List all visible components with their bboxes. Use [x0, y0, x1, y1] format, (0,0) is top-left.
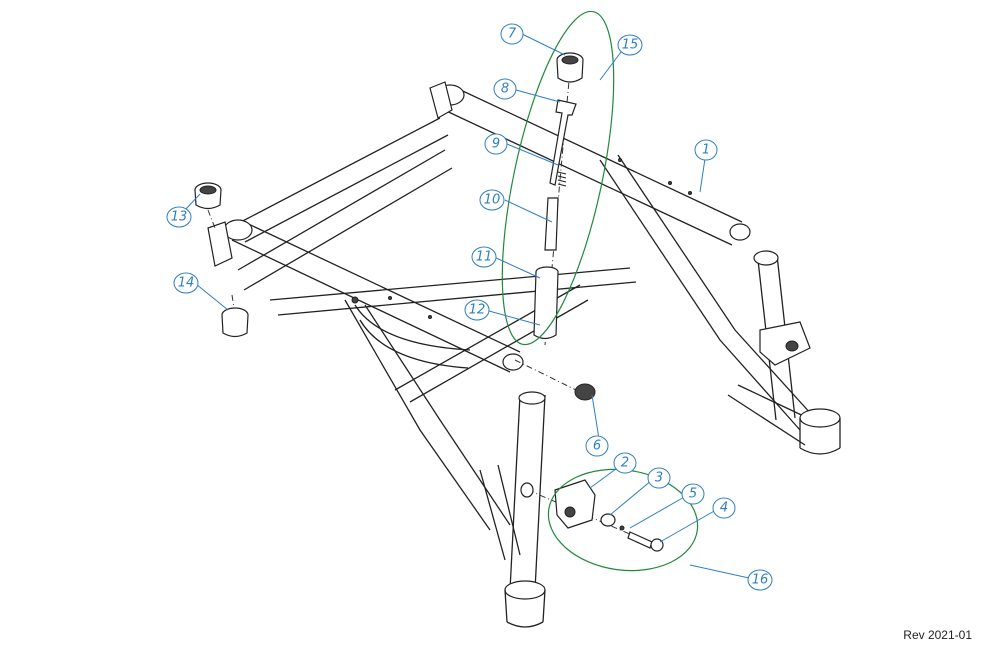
callout-16: 16	[747, 569, 773, 591]
callout-9: 9	[484, 133, 508, 155]
callout-11: 11	[471, 246, 497, 268]
callout-12: 12	[464, 299, 490, 321]
callout-14: 14	[173, 272, 199, 294]
svg-text:16: 16	[752, 573, 769, 588]
callout-7: 7	[500, 23, 524, 45]
revision-label: Rev 2021-01	[903, 628, 972, 642]
svg-text:14: 14	[178, 276, 195, 291]
callout-8: 8	[493, 78, 517, 100]
svg-text:11: 11	[476, 250, 493, 265]
callout-5: 5	[681, 483, 705, 505]
svg-text:2: 2	[621, 456, 629, 471]
svg-text:1: 1	[702, 143, 710, 158]
svg-text:7: 7	[508, 27, 517, 42]
callout-6: 6	[585, 435, 609, 457]
callout-3: 3	[647, 467, 671, 489]
callout-2: 2	[613, 452, 637, 474]
svg-text:6: 6	[593, 439, 601, 454]
svg-text:9: 9	[492, 137, 500, 152]
svg-text:10: 10	[484, 193, 501, 208]
group-outline-15	[501, 10, 615, 346]
svg-text:15: 15	[622, 38, 639, 53]
svg-text:13: 13	[171, 210, 188, 225]
svg-text:5: 5	[689, 487, 697, 502]
exploded-parts	[194, 52, 664, 552]
callout-balloons: 1 2 3 4 5 6 7 8 9 10 11 12 13 14 15 16	[166, 23, 773, 591]
callout-10: 10	[479, 189, 505, 211]
svg-text:12: 12	[469, 303, 486, 318]
callout-15: 15	[617, 34, 643, 56]
callout-13: 13	[166, 206, 192, 228]
callout-4: 4	[712, 497, 736, 519]
svg-text:3: 3	[655, 471, 663, 486]
callout-1: 1	[694, 139, 718, 161]
svg-text:4: 4	[720, 501, 728, 516]
frame	[207, 81, 841, 628]
svg-text:8: 8	[501, 82, 509, 97]
callout-leaders	[184, 33, 750, 579]
